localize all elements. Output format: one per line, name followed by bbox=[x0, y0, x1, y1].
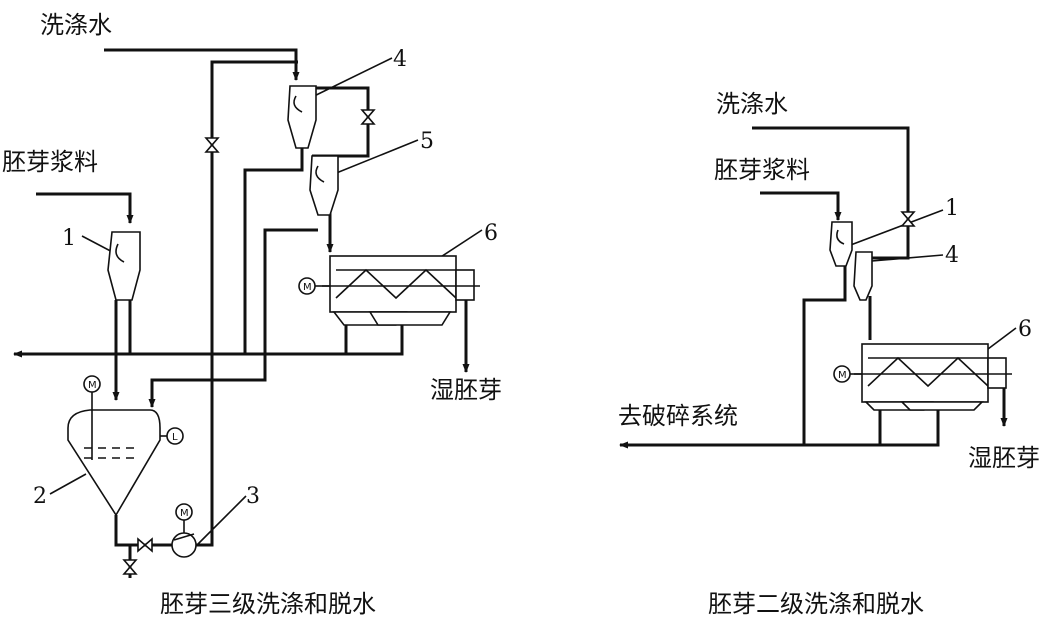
right-diagram: 洗涤水 胚芽浆料 去破碎系统 湿胚芽 1 4 6 bbox=[618, 90, 1040, 618]
left-wash-water-label: 洗涤水 bbox=[40, 11, 112, 39]
svg-text:M: M bbox=[180, 508, 189, 519]
right-wash-water-label: 洗涤水 bbox=[716, 90, 788, 118]
left-5-to-tank-pipe bbox=[148, 228, 318, 408]
left-pump-motor-symbol: M bbox=[175, 503, 193, 521]
right-to-crushing-label: 去破碎系统 bbox=[618, 402, 738, 430]
right-hydrocyclone-1 bbox=[829, 221, 853, 267]
left-tank-outlet-pipe bbox=[114, 515, 172, 547]
right-wet-germ-label: 湿胚芽 bbox=[968, 444, 1040, 472]
right-screen-motor-symbol: M bbox=[833, 365, 851, 383]
left-main-discharge-pipe bbox=[13, 325, 404, 358]
left-hydrocyclone-4 bbox=[287, 85, 317, 149]
svg-text:M: M bbox=[303, 282, 312, 293]
left-screen-motor-symbol: M bbox=[298, 277, 316, 295]
left-number-1: 1 bbox=[62, 226, 76, 251]
left-wash-water-pipe bbox=[104, 48, 300, 81]
left-pump-return-pipe bbox=[196, 60, 298, 547]
left-leader-4 bbox=[305, 57, 393, 101]
left-valve-vertical-b bbox=[360, 109, 376, 125]
left-hydrocyclone-5 bbox=[309, 155, 339, 216]
left-number-6: 6 bbox=[484, 221, 498, 246]
left-caption: 胚芽三级洗涤和脱水 bbox=[160, 590, 376, 618]
left-tank-motor-symbol: M bbox=[83, 375, 101, 393]
left-hydrocyclone-1 bbox=[107, 231, 141, 301]
right-valve bbox=[900, 211, 916, 227]
right-wash-water-pipe bbox=[752, 126, 910, 260]
right-number-4: 4 bbox=[945, 243, 959, 268]
left-pump-3 bbox=[171, 520, 197, 558]
left-pipes bbox=[13, 48, 470, 578]
right-number-1: 1 bbox=[945, 196, 959, 221]
left-wet-germ-label: 湿胚芽 bbox=[430, 376, 502, 404]
left-diagram: 洗涤水 胚芽浆料 湿胚芽 1 2 3 4 5 6 bbox=[2, 11, 502, 618]
left-number-3: 3 bbox=[246, 484, 260, 509]
svg-text:L: L bbox=[172, 432, 178, 443]
left-germ-slurry-pipe bbox=[36, 192, 134, 224]
left-valve-vertical-a bbox=[204, 137, 220, 153]
left-4-underflow-pipe bbox=[243, 140, 304, 354]
right-germ-slurry-label: 胚芽浆料 bbox=[714, 156, 810, 184]
right-leader-1 bbox=[847, 209, 944, 247]
left-leader-3 bbox=[195, 495, 247, 547]
left-screen-6 bbox=[314, 255, 480, 326]
left-4-to-5-pipe bbox=[310, 86, 370, 158]
left-germ-slurry-label: 胚芽浆料 bbox=[2, 148, 98, 176]
left-level-indicator: L bbox=[166, 427, 184, 445]
left-leader-5 bbox=[323, 139, 419, 179]
right-number-6: 6 bbox=[1018, 317, 1032, 342]
right-germ-slurry-pipe bbox=[760, 191, 842, 221]
right-screen-6 bbox=[850, 343, 1012, 411]
left-number-4: 4 bbox=[393, 47, 407, 72]
right-hydrocyclone-4 bbox=[853, 251, 873, 301]
svg-text:M: M bbox=[88, 380, 97, 391]
left-leader-2 bbox=[49, 473, 87, 495]
svg-text:M: M bbox=[838, 370, 847, 381]
left-tank-2 bbox=[67, 392, 168, 517]
left-valve-horizontal bbox=[137, 537, 153, 553]
right-discharge-pipe bbox=[619, 410, 940, 449]
right-caption: 胚芽二级洗涤和脱水 bbox=[708, 590, 924, 618]
left-valve-drain bbox=[122, 559, 138, 575]
left-number-5: 5 bbox=[420, 129, 434, 154]
left-number-2: 2 bbox=[33, 484, 47, 509]
